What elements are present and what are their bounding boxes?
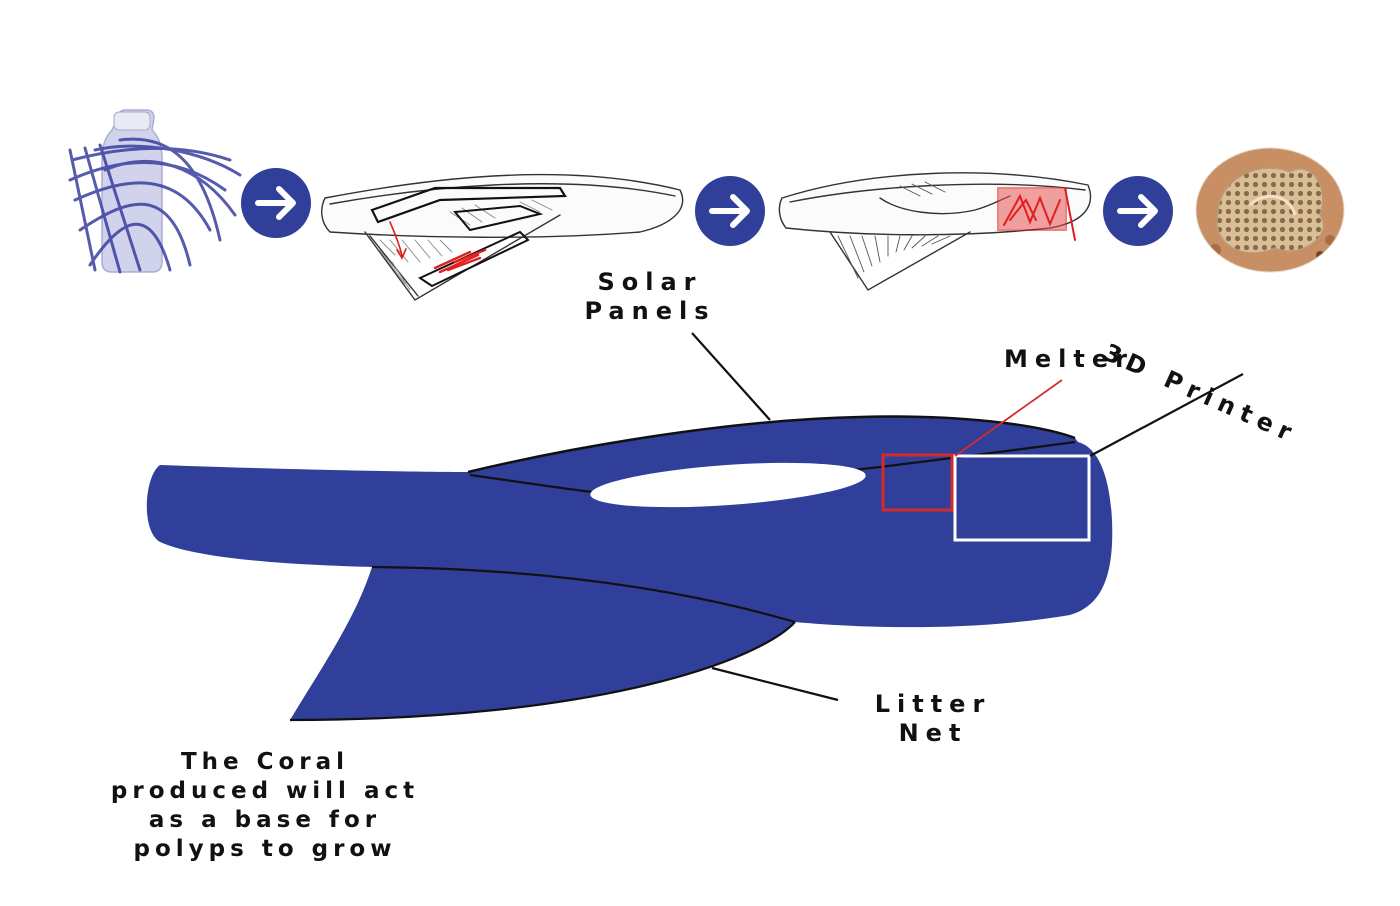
arrow-right-icon <box>241 168 311 238</box>
coral-photo <box>1190 140 1350 280</box>
sketch-printer-illustration <box>779 173 1090 290</box>
label-litter-net-line2: Net <box>848 719 1018 748</box>
label-solar-panels-line1: Solar <box>565 268 735 297</box>
caption-line-3: as a base for <box>40 806 490 835</box>
caption: The Coral produced will act as a base fo… <box>40 748 490 864</box>
craft-hull <box>147 417 1112 720</box>
label-solar-panels: Solar Panels <box>565 268 735 326</box>
solar-panels-leader <box>692 333 770 420</box>
litter-net-leader <box>712 668 838 700</box>
plastic-bottle-illustration <box>70 110 240 272</box>
arrow-right-icon <box>1103 176 1173 246</box>
label-litter-net-line1: Litter <box>848 690 1018 719</box>
label-litter-net: Litter Net <box>848 690 1018 748</box>
label-solar-panels-line2: Panels <box>565 297 735 326</box>
caption-line-2: produced will act <box>40 777 490 806</box>
caption-line-4: polyps to grow <box>40 835 490 864</box>
caption-line-1: The Coral <box>40 748 490 777</box>
arrow-right-icon <box>695 176 765 246</box>
